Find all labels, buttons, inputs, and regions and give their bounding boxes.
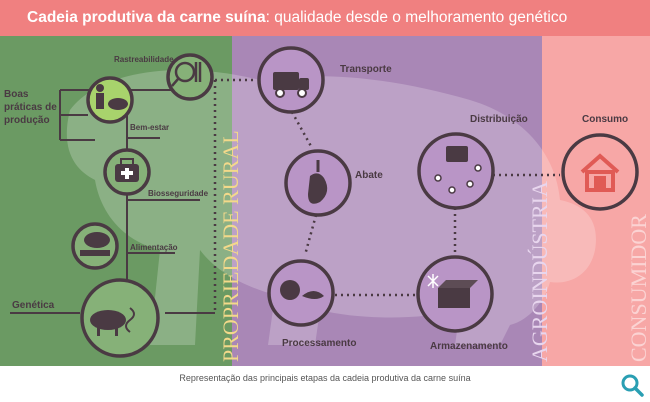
label-boas-praticas-1: Boas — [4, 89, 29, 100]
label-alimentacao: Alimentação — [130, 243, 178, 252]
ham-sausage-icon — [280, 280, 324, 300]
pig-feeder-icon — [80, 232, 110, 256]
label-rastreabilidade: Rastreabilidade — [114, 55, 174, 64]
first-aid-kit-icon — [115, 158, 139, 182]
label-abate: Abate — [355, 170, 383, 181]
label-boas-praticas-2: práticas de — [4, 102, 57, 113]
figure-caption: Representação das principais etapas da c… — [179, 373, 471, 383]
search-icon[interactable] — [620, 373, 644, 397]
house-icon — [580, 153, 620, 192]
section-label-agro: AGROINDÚSTRIA — [527, 181, 552, 362]
footer — [0, 366, 650, 402]
header-bar: Cadeia produtiva da carne suína: qualida… — [0, 0, 650, 36]
pig-dna-icon — [90, 307, 135, 336]
section-label-rural: PROPRIEDADE RURAL — [218, 130, 243, 362]
section-label-consumer: CONSUMIDOR — [626, 214, 650, 362]
label-consumo: Consumo — [582, 114, 628, 125]
page-title: Cadeia produtiva da carne suína: qualida… — [27, 9, 568, 26]
boxes-freezer-icon — [427, 274, 478, 308]
truck-icon — [273, 72, 309, 98]
delivery-route-icon — [434, 146, 482, 194]
label-genetica: Genética — [12, 300, 55, 311]
label-processamento: Processamento — [282, 338, 356, 349]
hook-meat-icon — [308, 160, 328, 204]
label-bem-estar: Bem-estar — [130, 123, 169, 132]
label-distribuicao: Distribuição — [470, 114, 528, 125]
farmer-pig-icon — [96, 84, 128, 110]
label-biosseguridade: Biosseguridade — [148, 189, 209, 198]
magnifier-barcode-icon — [171, 61, 202, 87]
label-armazenamento: Armazenamento — [430, 341, 508, 352]
label-transporte: Transporte — [340, 64, 392, 75]
label-boas-praticas-3: produção — [4, 115, 50, 126]
